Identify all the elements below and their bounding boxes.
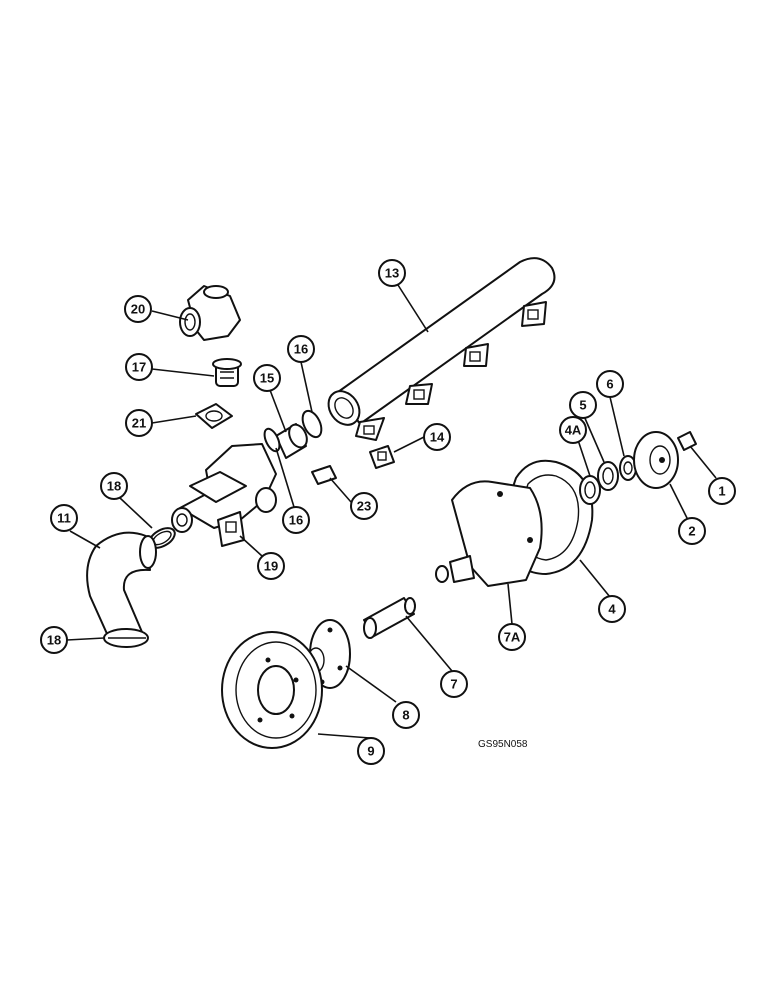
callout-13: 13	[378, 259, 406, 287]
callout-15: 15	[253, 364, 281, 392]
drawing-code: GS95N058	[478, 739, 528, 750]
svg-text:16: 16	[294, 342, 308, 357]
elbow-outlet-part	[179, 285, 241, 341]
small-gasket-part	[369, 445, 395, 469]
svg-text:20: 20	[131, 302, 145, 317]
svg-text:23: 23	[357, 499, 371, 514]
svg-text:5: 5	[579, 398, 586, 413]
svg-text:6: 6	[606, 377, 613, 392]
svg-text:1: 1	[718, 484, 725, 499]
bearing-5-part	[597, 461, 619, 491]
callout-21: 21	[125, 409, 153, 437]
callout-16-upper: 16	[287, 335, 315, 363]
callout-7a: 7A	[498, 623, 526, 651]
thermostat-part	[212, 358, 242, 387]
callout-4: 4	[598, 595, 626, 623]
callout-6: 6	[596, 370, 624, 398]
pulley-part	[221, 631, 323, 749]
callout-5: 5	[569, 391, 597, 419]
svg-text:9: 9	[367, 744, 374, 759]
svg-text:7A: 7A	[504, 630, 521, 645]
svg-text:15: 15	[260, 371, 274, 386]
svg-text:19: 19	[264, 559, 278, 574]
callout-18-upper: 18	[100, 472, 128, 500]
svg-text:11: 11	[57, 511, 71, 526]
callout-14: 14	[423, 423, 451, 451]
callout-18-lower: 18	[40, 626, 68, 654]
svg-text:4A: 4A	[565, 423, 582, 438]
impeller-part	[633, 431, 679, 489]
svg-text:21: 21	[132, 416, 146, 431]
sleeve-part	[275, 423, 308, 459]
thermostat-gasket-part	[195, 403, 233, 429]
svg-text:13: 13	[385, 266, 399, 281]
callout-17: 17	[125, 353, 153, 381]
pump-shaft-part	[363, 597, 416, 639]
svg-text:8: 8	[402, 708, 409, 723]
svg-text:7: 7	[450, 677, 457, 692]
nut-part	[677, 431, 697, 451]
callout-19: 19	[257, 552, 285, 580]
callout-4a: 4A	[559, 416, 587, 444]
svg-text:14: 14	[430, 430, 445, 445]
leader-lines	[66, 284, 717, 739]
callout-16-lower: 16	[282, 506, 310, 534]
callout-9: 9	[357, 737, 385, 765]
hose-clamp-18-lower-part	[103, 628, 149, 648]
callout-1: 1	[708, 477, 736, 505]
coolant-hose-part	[86, 531, 157, 637]
callout-8: 8	[392, 701, 420, 729]
callout-2: 2	[678, 517, 706, 545]
svg-text:17: 17	[132, 360, 146, 375]
callout-20: 20	[124, 295, 152, 323]
pump-body-part	[435, 480, 543, 587]
svg-text:4: 4	[608, 602, 616, 617]
callout-11: 11	[50, 504, 78, 532]
manifold-tube-part	[327, 257, 556, 441]
seal-4a-part	[579, 475, 601, 505]
svg-text:18: 18	[47, 633, 61, 648]
callout-7: 7	[440, 670, 468, 698]
thermostat-housing-part	[171, 443, 277, 547]
svg-text:16: 16	[289, 513, 303, 528]
callout-23: 23	[350, 492, 378, 520]
svg-text:2: 2	[688, 524, 695, 539]
svg-text:18: 18	[107, 479, 121, 494]
clip-part	[311, 465, 337, 485]
hose-clamp-upper-part	[301, 409, 323, 439]
